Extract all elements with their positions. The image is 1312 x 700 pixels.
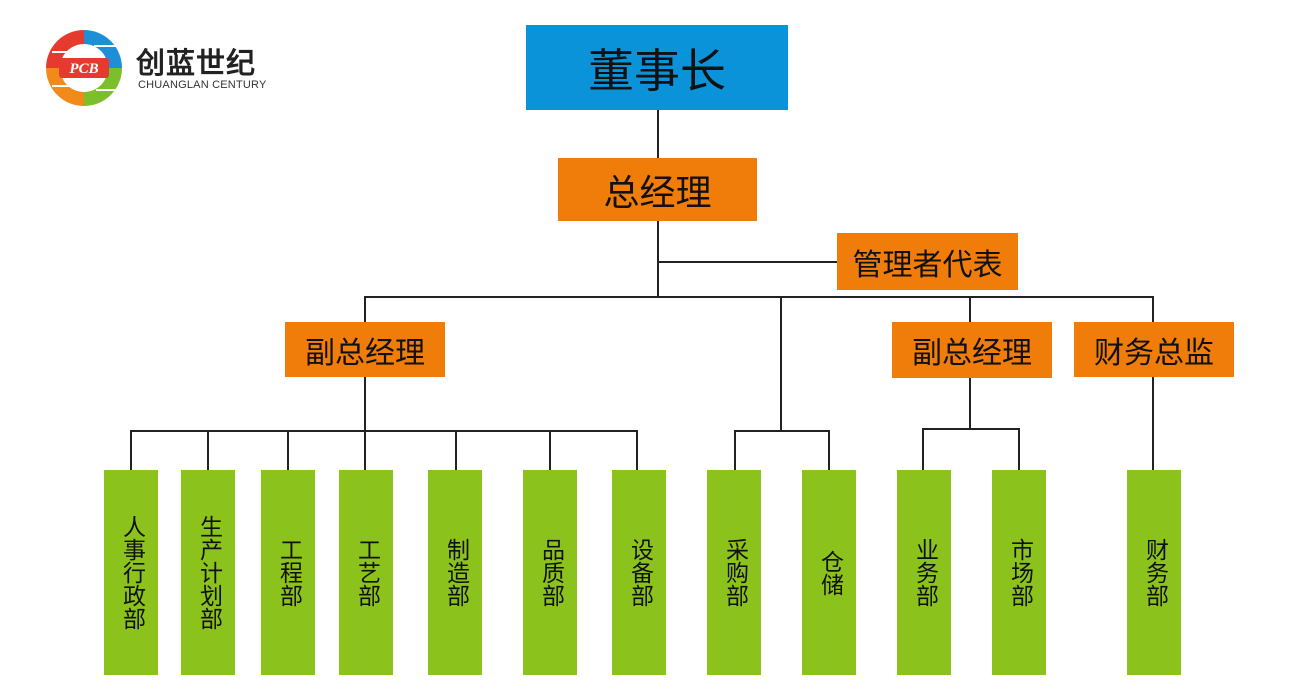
dept-manufacturing: 制造部 [428, 470, 482, 675]
chairman-box: 董事长 [526, 25, 788, 110]
dept-purchasing: 采购部 [707, 470, 761, 675]
dept-production-planning: 生产计划部 [181, 470, 235, 675]
pcb-logo-icon: PCB [46, 30, 122, 106]
general-manager-box: 总经理 [558, 158, 757, 221]
cfo-box: 财务总监 [1074, 322, 1234, 377]
dept-finance: 财务部 [1127, 470, 1181, 675]
dept-engineering: 工程部 [261, 470, 315, 675]
dept-equipment: 设备部 [612, 470, 666, 675]
dept-process: 工艺部 [339, 470, 393, 675]
dept-hr-admin: 人事行政部 [104, 470, 158, 675]
management-representative-box: 管理者代表 [837, 233, 1018, 290]
dept-warehouse: 仓储 [802, 470, 856, 675]
dept-sales: 业务部 [897, 470, 951, 675]
company-logo: PCB 创蓝世纪 CHUANGLAN CENTURY [44, 28, 284, 108]
brand-name-en: CHUANGLAN CENTURY [138, 79, 267, 91]
svg-text:PCB: PCB [69, 61, 98, 77]
dept-marketing: 市场部 [992, 470, 1046, 675]
vice-general-manager-right-box: 副总经理 [892, 322, 1052, 378]
dept-quality: 品质部 [523, 470, 577, 675]
vice-general-manager-left-box: 副总经理 [285, 322, 445, 377]
brand-name-cn: 创蓝世纪 [136, 46, 257, 80]
